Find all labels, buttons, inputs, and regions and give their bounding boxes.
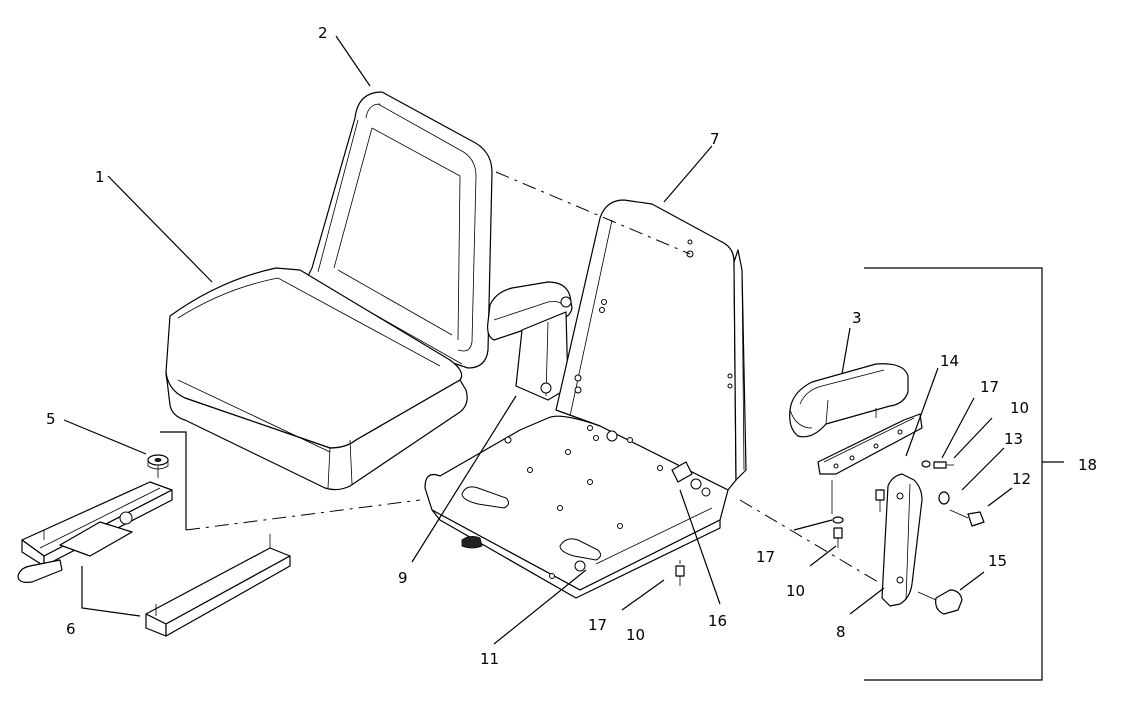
assembly-lines [160, 171, 879, 583]
callout-6: 6 [66, 620, 76, 638]
leader-lines [63, 35, 1064, 681]
arm-support-plate [881, 473, 923, 607]
armrest-left [487, 281, 573, 401]
callout-13: 13 [1004, 430, 1023, 448]
seat-back-cushion [304, 91, 493, 369]
washer-5 [147, 454, 169, 470]
hardware [675, 460, 985, 615]
seat-cushion [165, 267, 468, 491]
callout-10-c: 10 [626, 626, 645, 644]
armrest-right [789, 363, 909, 438]
callout-11: 11 [480, 650, 499, 668]
callout-10-b: 10 [786, 582, 805, 600]
callout-5: 5 [46, 410, 56, 428]
callout-17-c: 17 [588, 616, 607, 634]
callout-17-b: 17 [756, 548, 775, 566]
callout-10-a: 10 [1010, 399, 1029, 417]
callout-18: 18 [1078, 456, 1097, 474]
callout-14: 14 [940, 352, 959, 370]
callout-12: 12 [1012, 470, 1031, 488]
callout-3: 3 [852, 309, 862, 327]
callout-7: 7 [710, 130, 720, 148]
seat-rails [17, 466, 291, 637]
callout-9: 9 [398, 569, 408, 587]
callout-15: 15 [988, 552, 1007, 570]
callout-8: 8 [836, 623, 846, 641]
callout-16: 16 [708, 612, 727, 630]
callout-2: 2 [318, 24, 328, 42]
seat-frame [424, 199, 747, 599]
callout-1: 1 [95, 168, 105, 186]
callout-labels: 1 2 3 5 6 7 8 9 10 10 10 11 12 13 14 15 … [46, 24, 1097, 668]
armrest-bracket [817, 408, 923, 514]
callout-17-a: 17 [980, 378, 999, 396]
